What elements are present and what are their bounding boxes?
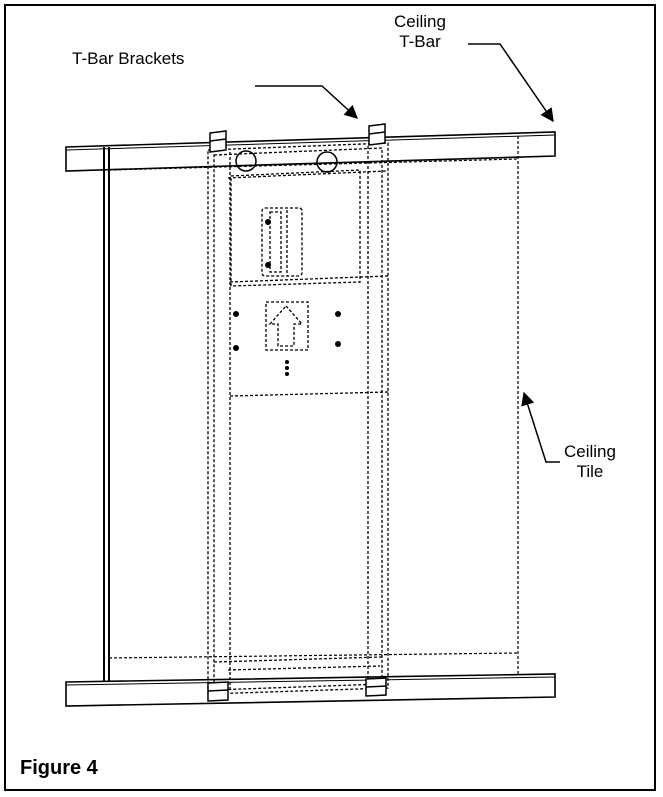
mounting-rail	[261, 207, 303, 277]
mounting-holes	[233, 311, 341, 376]
t-bar-bracket-bottom-right	[365, 677, 387, 697]
back-box	[207, 142, 389, 695]
rail-screws	[265, 219, 271, 268]
t-bar-brackets-label: T-Bar Brackets	[72, 49, 185, 68]
ceiling-t-bar-label: Ceiling T-Bar	[394, 12, 446, 52]
ceiling-t-bar-label-line2: T-Bar	[399, 32, 441, 51]
ceiling-tile-label: Ceiling Tile	[564, 442, 616, 482]
figure-frame	[4, 4, 656, 791]
t-bar-bracket-top-left	[209, 130, 227, 153]
knockouts	[235, 150, 338, 173]
ceiling-tile-label-line2: Tile	[576, 462, 604, 481]
leader-lines	[255, 43, 560, 463]
ceiling-t-bar-label-line1: Ceiling	[394, 12, 446, 31]
ceiling-tile-label-line1: Ceiling	[564, 442, 616, 461]
bottom-t-bar	[65, 673, 556, 707]
figure-caption: Figure 4	[20, 757, 98, 779]
up-arrow-indicator	[265, 301, 309, 351]
top-t-bar	[65, 131, 556, 172]
ceiling-tile	[103, 136, 519, 682]
t-bar-bracket-top-right	[368, 123, 386, 146]
t-bar-bracket-bottom-left	[207, 681, 229, 702]
